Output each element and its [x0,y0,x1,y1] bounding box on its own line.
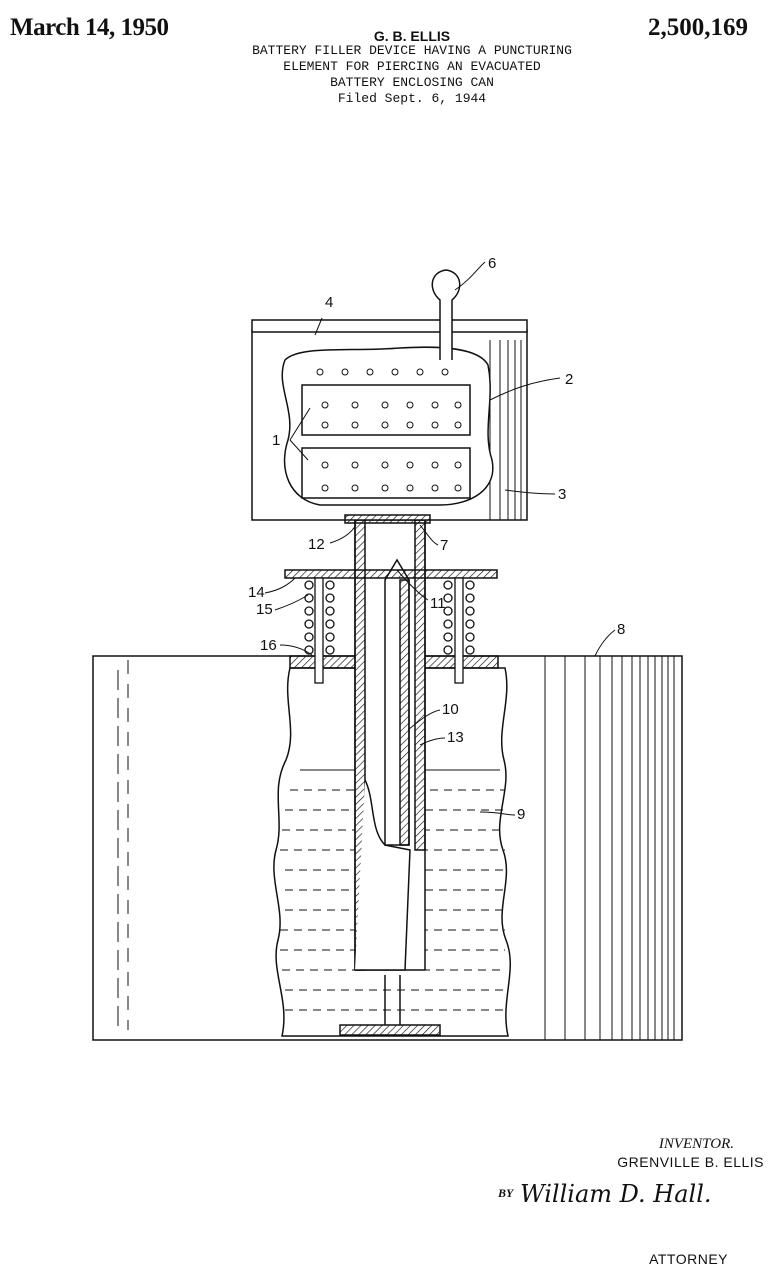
puncturing-needle [384,558,410,846]
numeral-10: 10 [442,701,459,718]
numeral-16: 16 [260,637,277,654]
by-label: BY [498,1186,514,1200]
patent-number: 2,500,169 [648,14,748,41]
patent-date: March 14, 1950 [10,14,169,41]
numeral-4: 4 [325,294,333,311]
title-line-3: BATTERY ENCLOSING CAN [330,75,494,90]
numeral-13: 12 [308,536,325,553]
flange-plate [284,569,498,579]
inventor-short-name: G. B. ELLIS [373,28,451,44]
battery-can [251,319,528,524]
numeral-1: 1 [272,432,280,449]
numeral-6: 6 [488,255,496,272]
inventor-name: GRENVILLE B. ELLIS [617,1154,764,1170]
attorney-label: ATTORNEY [649,1251,728,1267]
numeral-3: 3 [558,486,566,503]
leader-lines [264,261,616,816]
title-line-2: ELEMENT FOR PIERCING AN EVACUATED [283,59,541,74]
title-line-1: BATTERY FILLER DEVICE HAVING A PUNCTURIN… [252,43,572,58]
numeral-2: 2 [565,371,573,388]
numeral-8: 8 [617,621,625,638]
numeral-7: 7 [440,537,448,554]
reference-numerals: 6 4 2 1 3 12 7 14 11 15 16 8 10 13 9 [248,255,625,823]
numeral-15: 15 [256,601,273,618]
springs [304,577,475,684]
inventor-label: INVENTOR. [658,1136,734,1152]
filed-date: Filed Sept. 6, 1944 [337,91,487,106]
numeral-11: 11 [430,595,446,612]
numeral-12: 13 [447,729,464,746]
pull-tab-handle [431,269,461,360]
numeral-14: 14 [248,584,265,601]
attorney-signature: William D. Hall. [520,1180,712,1208]
numeral-9: 9 [517,806,525,823]
